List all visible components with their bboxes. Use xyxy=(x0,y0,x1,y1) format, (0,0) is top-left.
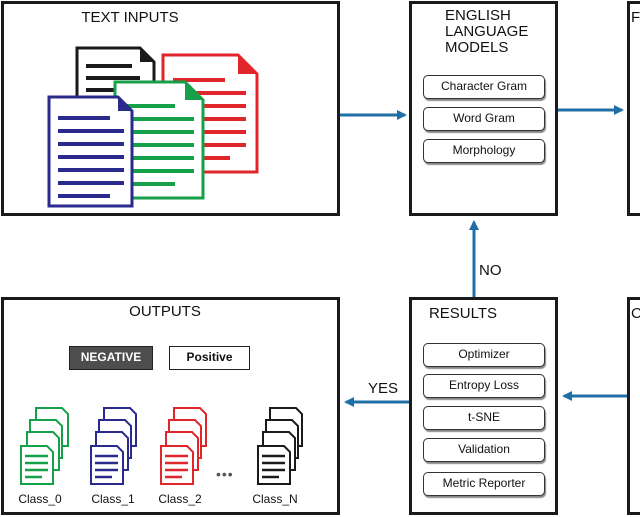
language-models-title-line-2: LANGUAGE xyxy=(445,23,529,40)
class-n-label: Class_N xyxy=(252,492,298,506)
class-1-label: Class_1 xyxy=(91,492,135,506)
metric-reporter-item: Metric Reporter xyxy=(423,472,545,496)
outputs-title: OUTPUTS xyxy=(129,303,201,320)
character-gram-item: Character Gram xyxy=(423,75,545,99)
document-blue xyxy=(47,95,134,208)
yes-label: YES xyxy=(368,380,399,397)
bottom-right-title: C xyxy=(631,305,640,322)
class-0-label: Class_0 xyxy=(18,492,62,506)
language-models-title-line-3: MODELS xyxy=(445,39,509,56)
bottom-right-panel xyxy=(627,297,640,515)
no-label: NO xyxy=(479,262,502,279)
class-2-stack xyxy=(160,407,207,485)
word-gram-item: Word Gram xyxy=(423,107,545,131)
top-right-title: F xyxy=(631,9,640,26)
optimizer-item: Optimizer xyxy=(423,343,545,367)
class-1-stack xyxy=(90,407,137,485)
morphology-item: Morphology xyxy=(423,139,545,163)
positive-label: Positive xyxy=(169,346,250,370)
class-2-label: Class_2 xyxy=(158,492,202,506)
t-sne-item: t-SNE xyxy=(423,406,545,430)
ellipsis: ••• xyxy=(216,466,234,482)
language-models-title-line-1: ENGLISH xyxy=(445,7,511,24)
entropy-loss-item: Entropy Loss xyxy=(423,374,545,398)
text-inputs-title: TEXT INPUTS xyxy=(81,9,179,26)
validation-item: Validation xyxy=(423,438,545,462)
negative-label: NEGATIVE xyxy=(69,346,153,370)
top-right-panel xyxy=(627,1,640,216)
class-n-stack xyxy=(257,407,303,485)
class-0-stack xyxy=(20,407,69,485)
document-green xyxy=(113,80,205,200)
results-title: RESULTS xyxy=(428,305,498,322)
